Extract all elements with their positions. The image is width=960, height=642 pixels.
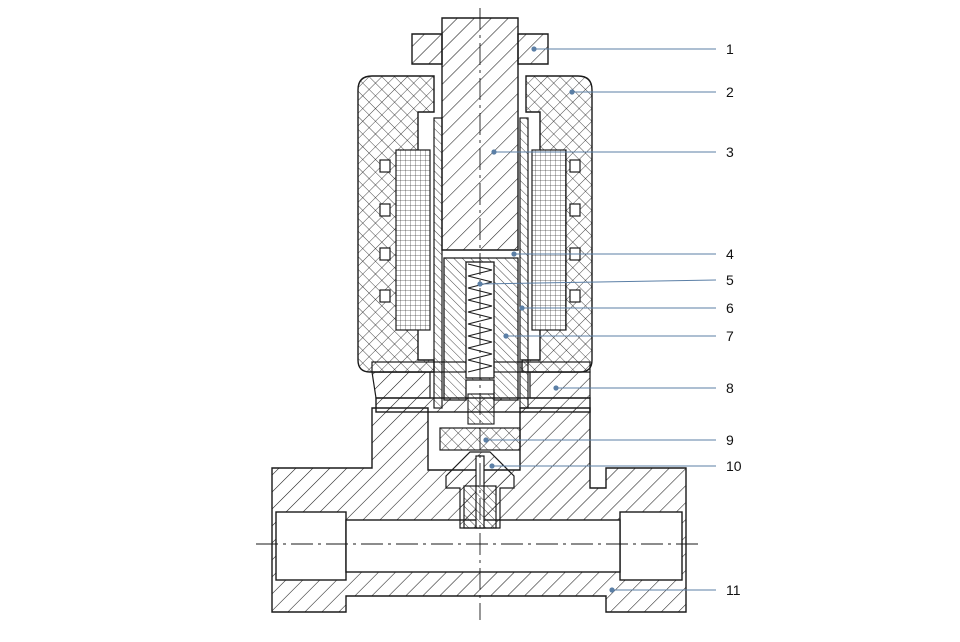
callout-label-3: 3: [726, 144, 734, 160]
callout-label-8: 8: [726, 380, 734, 396]
callout-4: 4: [511, 246, 734, 262]
callout-8: 8: [553, 380, 734, 396]
callout-label-2: 2: [726, 84, 734, 100]
callout-label-5: 5: [726, 272, 734, 288]
callout-label-9: 9: [726, 432, 734, 448]
callout-3: 3: [491, 144, 734, 160]
callout-7: 7: [503, 328, 734, 344]
callout-1: 1: [531, 41, 734, 57]
guide-tube: [433, 117, 529, 409]
callout-label-7: 7: [726, 328, 734, 344]
callout-label-11: 11: [726, 582, 741, 598]
callout-6: 6: [519, 300, 734, 316]
callout-9: 9: [483, 432, 734, 448]
plunger-nose: [467, 393, 495, 425]
callout-11: 11: [609, 582, 741, 598]
callout-2: 2: [569, 84, 734, 100]
callout-10: 10: [489, 458, 742, 474]
callouts: 1 2 3 4 5 6 7: [477, 41, 742, 598]
centre-lines: [256, 8, 700, 620]
spring: [467, 263, 493, 373]
callout-5: 5: [477, 272, 734, 288]
callout-label-1: 1: [726, 41, 734, 57]
callout-label-10: 10: [726, 458, 742, 474]
callout-label-6: 6: [726, 300, 734, 316]
callout-label-4: 4: [726, 246, 734, 262]
coil-windings: [379, 149, 581, 331]
